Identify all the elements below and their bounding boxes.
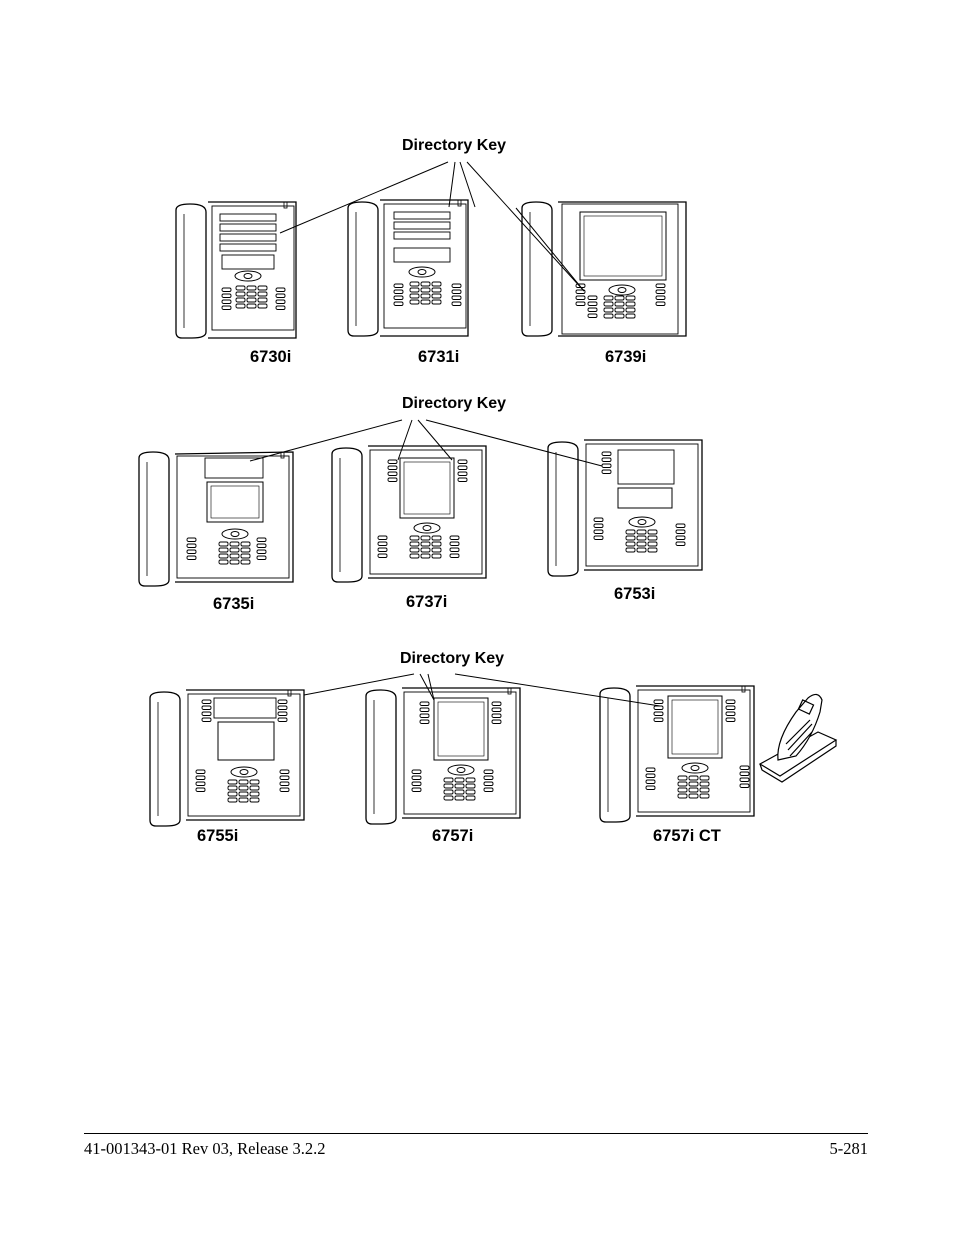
- callout-label-row2: Directory Key: [402, 395, 507, 412]
- model-label-6757i-ct: 6757i CT: [653, 827, 721, 845]
- phone-6730i: [175, 201, 297, 339]
- model-label-6737i: 6737i: [406, 593, 448, 611]
- model-label-6755i: 6755i: [197, 827, 239, 845]
- callout-label-row3: Directory Key: [400, 650, 505, 667]
- footer-rule: [84, 1133, 868, 1134]
- phone-6753i: [547, 439, 703, 577]
- footer-doc-id: 41-001343-01 Rev 03, Release 3.2.2: [84, 1139, 326, 1158]
- model-label-6735i: 6735i: [213, 595, 255, 613]
- cordless-handset: [758, 693, 838, 783]
- phone-6757i: [365, 687, 521, 825]
- model-label-6730i: 6730i: [250, 348, 292, 366]
- phone-6755i: [149, 689, 305, 827]
- footer-page-number: 5-281: [829, 1139, 869, 1158]
- row1-leader-lines: [279, 161, 585, 292]
- model-label-6757i: 6757i: [432, 827, 474, 845]
- model-label-6753i: 6753i: [614, 585, 656, 603]
- callout-label-row1: Directory Key: [402, 137, 507, 154]
- row3-leader-lines: [303, 673, 661, 707]
- model-label-6731i: 6731i: [418, 348, 460, 366]
- phone-6735i: [138, 451, 294, 587]
- row2-leader-lines: [249, 419, 603, 467]
- phone-6737i: [331, 445, 487, 583]
- model-label-6739i: 6739i: [605, 348, 647, 366]
- phone-6757i-ct: [599, 685, 755, 823]
- phone-6739i: [521, 201, 687, 337]
- phone-6731i: [347, 199, 469, 337]
